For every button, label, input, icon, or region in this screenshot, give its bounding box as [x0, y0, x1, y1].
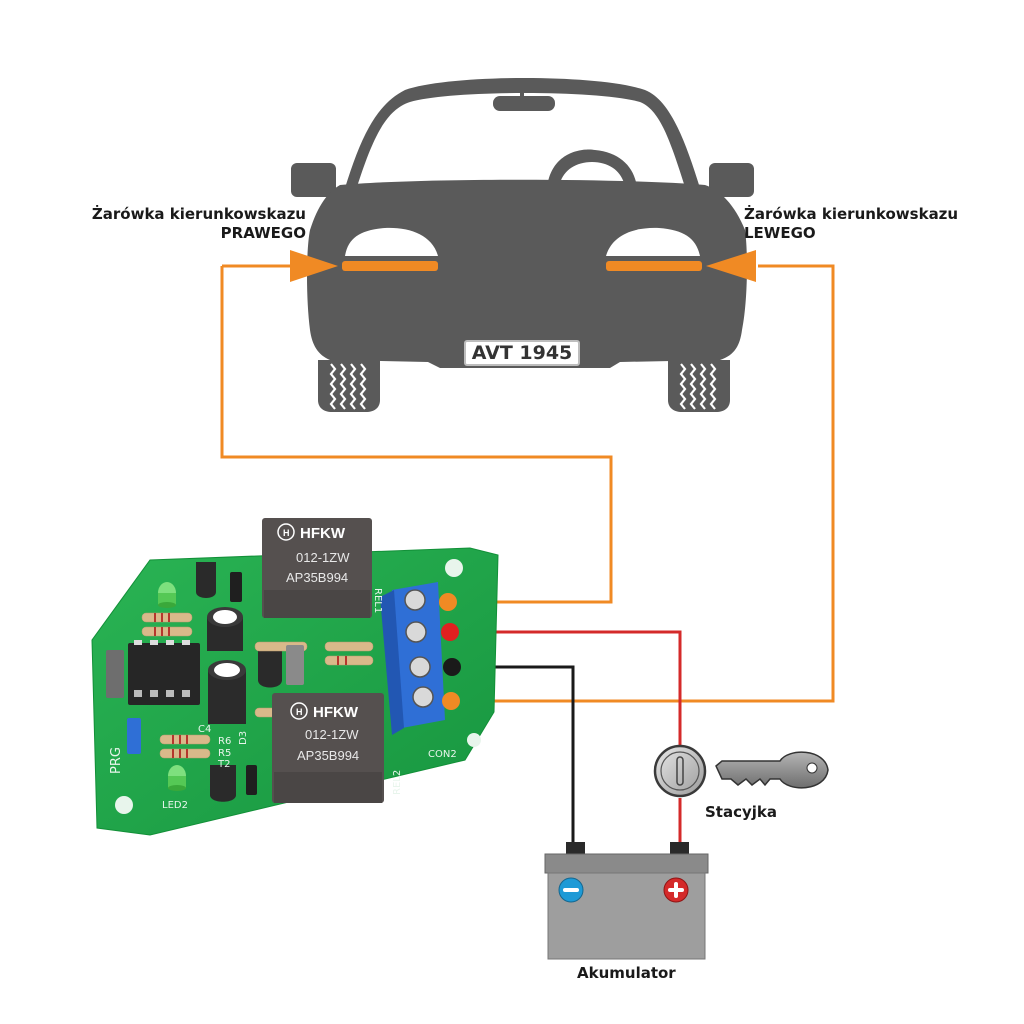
right-bulb-label-line2: PRAWEGO: [220, 224, 306, 242]
silk-con2: CON2: [428, 749, 457, 760]
smd-component: [106, 650, 124, 698]
right-wheel: [318, 360, 380, 412]
smd-component: [286, 645, 304, 685]
terminal-screw: [405, 621, 427, 643]
silk-d3: D3: [238, 731, 249, 745]
resistor: [141, 612, 193, 623]
license-plate: AVT 1945: [464, 340, 580, 366]
rearview-mirror: [493, 96, 555, 111]
resistor-r5: [159, 748, 211, 759]
silk-prg: PRG: [109, 747, 124, 774]
led2: [168, 765, 186, 791]
ignition-label: Stacyjka: [705, 803, 778, 821]
ignition-lock-icon: [653, 744, 707, 798]
relay1-model: 012-1ZW: [296, 550, 350, 565]
left-turn-signal: [606, 261, 702, 271]
arrow-left-bulb-icon: [706, 250, 756, 282]
silk-rel2: REL2: [392, 770, 403, 795]
left-bulb-label-line1: Żarówka kierunkowskazu: [744, 205, 959, 223]
mount-hole: [467, 733, 481, 747]
right-mirror: [291, 163, 336, 197]
svg-text:H: H: [283, 528, 290, 538]
led1: [158, 582, 176, 608]
diode-d1: [230, 572, 242, 602]
terminal-screw: [409, 656, 431, 678]
transistor-t2: [210, 765, 236, 802]
battery-terminal-negative: [566, 842, 585, 855]
silk-c4: C4: [198, 724, 211, 735]
arrow-right-bulb-icon: [290, 250, 338, 282]
relay2-code: AP35B994: [297, 748, 359, 763]
silk-rel1: REL1: [372, 588, 383, 613]
steering-wheel-icon: [548, 149, 636, 183]
terminal-dot-ignition: [441, 623, 459, 641]
wire-left-bulb: [450, 264, 835, 703]
key-icon: [715, 751, 829, 789]
battery-label: Akumulator: [577, 964, 676, 982]
resistor: [324, 641, 374, 652]
resistor: [141, 626, 193, 637]
right-bulb-label: Żarówka kierunkowskazu PRAWEGO: [86, 205, 306, 243]
right-turn-signal: [342, 261, 438, 271]
wire-right-bulb: [220, 266, 613, 604]
wire-ignition: [450, 630, 682, 745]
battery-lid: [544, 853, 709, 874]
relay2-brand: HFKW: [313, 704, 359, 721]
car-illustration: [291, 78, 754, 412]
terminal-block-con2: [380, 582, 445, 735]
left-bulb-label-line2: LEWEGO: [744, 224, 816, 242]
left-wheel: [668, 360, 730, 412]
hf-logo-icon: [277, 523, 295, 541]
right-headlight: [345, 227, 438, 256]
left-headlight: [606, 227, 700, 256]
terminal-dot-left-bulb: [442, 692, 460, 710]
transistor-t1: [196, 562, 216, 598]
car-body: [307, 179, 747, 368]
ignition-switch: [653, 744, 829, 798]
prg-jumper: [127, 718, 141, 754]
terminal-dot-ground: [443, 658, 461, 676]
relay2-model: 012-1ZW: [305, 727, 359, 742]
capacitor-c1: [207, 607, 243, 651]
hf-logo-icon: [290, 702, 308, 720]
diode-d3: [246, 765, 257, 795]
terminal-dot-right-bulb: [439, 593, 457, 611]
capacitor-c4: [208, 660, 246, 724]
terminal-screw: [412, 686, 434, 708]
ic-chip: [128, 640, 200, 705]
battery-terminal-positive: [670, 842, 689, 855]
silk-t2: T2: [217, 759, 230, 770]
terminal-screw: [404, 589, 426, 611]
resistor: [324, 655, 374, 666]
mount-hole: [115, 796, 133, 814]
right-bulb-label-line1: Żarówka kierunkowskazu: [91, 205, 306, 223]
silk-led2: LED2: [162, 800, 188, 811]
pcb-module: H HFKW 012-1ZW AP35B994 H HFKW 012-1ZW A…: [91, 518, 499, 836]
relay1-code: AP35B994: [286, 570, 348, 585]
relay-rel1: H HFKW 012-1ZW AP35B994: [262, 518, 372, 618]
silk-r6: R6: [218, 736, 231, 747]
resistor-r6: [159, 734, 211, 745]
left-mirror: [709, 163, 754, 197]
battery: [544, 842, 709, 960]
left-bulb-label: Żarówka kierunkowskazu LEWEGO: [744, 205, 974, 243]
transistor-t3: [258, 650, 282, 688]
mount-hole: [445, 559, 463, 577]
silk-r5: R5: [218, 748, 231, 759]
relay1-brand: HFKW: [300, 525, 346, 542]
svg-text:H: H: [296, 707, 303, 717]
relay-rel2: H HFKW 012-1ZW AP35B994: [272, 693, 384, 803]
wires: [220, 250, 835, 845]
